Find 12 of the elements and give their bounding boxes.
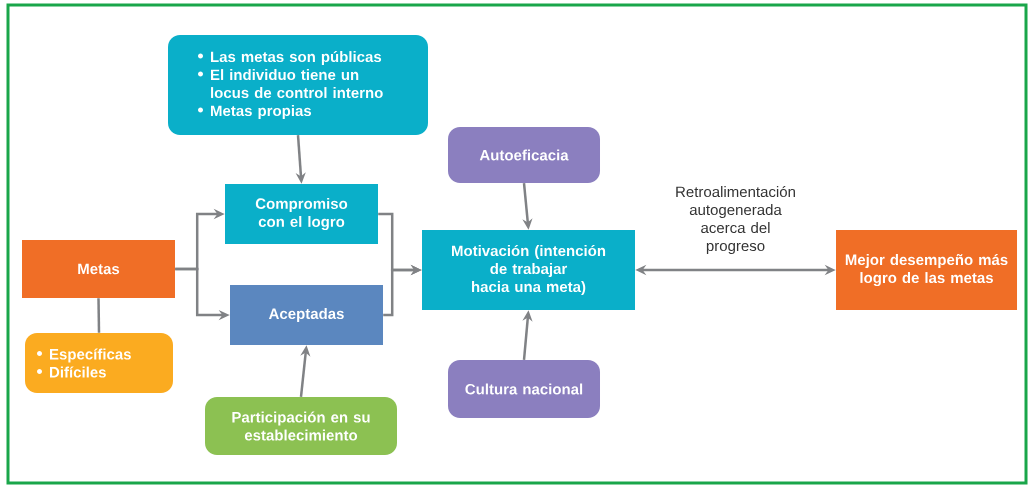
rounded-box: Cultura nacional: [448, 360, 600, 418]
edge-label: Retroalimentación autogenerada acerca del progreso: [669, 184, 802, 256]
box: Compromiso con el logro: [225, 184, 378, 244]
box: Metas: [22, 240, 175, 298]
rounded-box: Las metas son públicas El individuo tiene un locus de control interno Metas propias: [168, 35, 428, 135]
box: Mejor desempeño más logro de las metas: [836, 230, 1017, 310]
box: Motivación (intención de trabajar hacia una meta): [422, 230, 635, 310]
rounded-box: Autoeficacia: [448, 127, 600, 183]
rounded-box: Participación en su establecimiento: [205, 397, 397, 455]
rounded-box: Específicas Difíciles: [25, 333, 173, 393]
connector-line: [97, 298, 101, 333]
box: Aceptadas: [230, 285, 383, 345]
